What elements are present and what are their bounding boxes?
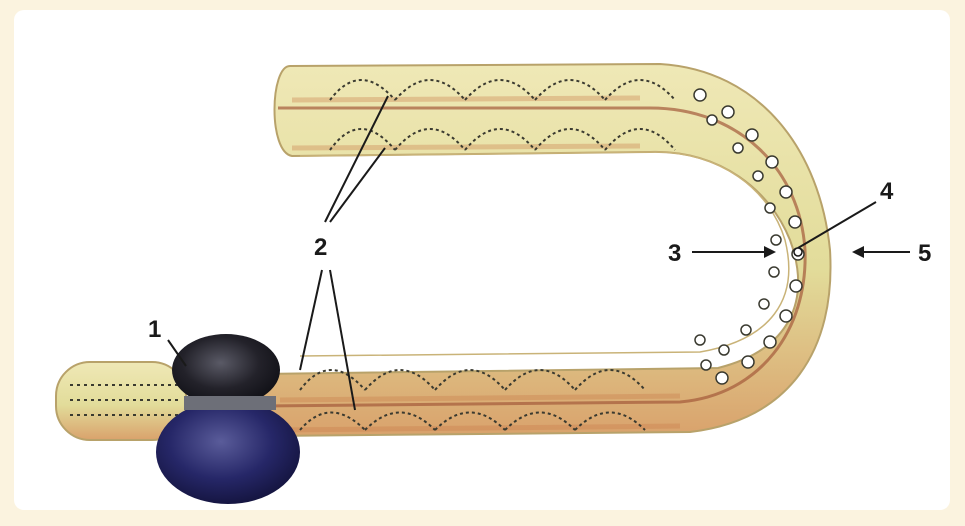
label-4: 4 bbox=[880, 180, 893, 204]
label-5: 5 bbox=[918, 242, 931, 266]
label-3: 3 bbox=[668, 242, 681, 266]
label-1: 1 bbox=[148, 318, 161, 342]
point-4-marker bbox=[794, 248, 802, 256]
label-2: 2 bbox=[314, 236, 327, 260]
